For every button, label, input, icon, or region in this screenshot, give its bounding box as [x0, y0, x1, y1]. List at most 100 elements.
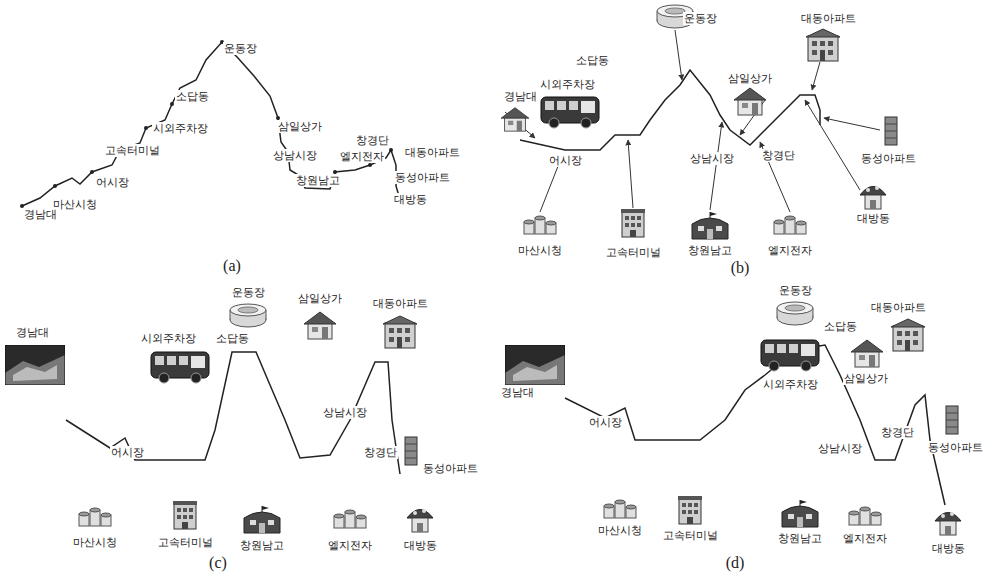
campus-photo — [505, 345, 565, 385]
place-label: 마산시청 — [597, 524, 643, 537]
place-label: 창원남고 — [239, 539, 285, 552]
place-label: 엘지전자 — [339, 150, 385, 163]
place-label: 소답동 — [575, 54, 610, 67]
place-label: 창경단 — [355, 134, 390, 147]
bus-route — [22, 42, 401, 206]
place-label: 창경단 — [761, 149, 796, 162]
factory-icon — [334, 510, 366, 528]
stadium-icon — [777, 302, 813, 325]
village-icon — [407, 509, 433, 532]
stop-dots — [20, 40, 403, 208]
place-label: 대방동 — [931, 542, 966, 555]
stadium-icon — [230, 304, 266, 327]
place-label: 시외주차장 — [140, 332, 197, 345]
place-label: 어시장 — [95, 176, 130, 189]
place-label: 동성아파트 — [860, 152, 917, 165]
place-label: 소답동 — [175, 90, 210, 103]
house-icon — [734, 88, 766, 115]
place-label: 대동아파트 — [404, 146, 461, 159]
place-label: 대방동 — [856, 212, 891, 225]
buildings-icon — [604, 500, 636, 518]
factory-icon — [849, 507, 881, 525]
place-label: 시외주차장 — [762, 378, 819, 391]
place-label: 경남대 — [503, 90, 538, 103]
terminal-icon — [173, 501, 197, 529]
buildings-icon — [524, 216, 556, 234]
panel-caption: (c) — [207, 554, 229, 572]
place-label: 상남시장 — [272, 149, 318, 162]
house-icon — [851, 340, 883, 367]
place-label: 상남시장 — [689, 152, 735, 165]
place-label: 고속터미널 — [157, 536, 214, 549]
place-label: 마산시청 — [52, 198, 98, 211]
place-label: 고속터미널 — [605, 246, 662, 259]
factory-icon — [774, 216, 806, 234]
place-label: 엘지전자 — [767, 244, 813, 257]
place-label: 어시장 — [548, 154, 583, 167]
house-icon — [304, 312, 336, 339]
place-label: 운동장 — [223, 42, 258, 55]
bus-icon — [761, 340, 819, 371]
panel-caption: (d) — [724, 554, 747, 572]
terminal-icon — [621, 209, 645, 237]
buildings-icon — [79, 508, 111, 526]
place-label: 상남시장 — [322, 406, 368, 419]
apartment-icon — [891, 319, 925, 351]
tower-icon — [885, 117, 897, 145]
place-label: 엘지전자 — [327, 539, 373, 552]
village-icon — [935, 512, 961, 535]
place-label: 시외주차장 — [152, 122, 209, 135]
place-label: 대방동 — [393, 193, 428, 206]
pointer-arrows — [505, 30, 880, 212]
school-icon — [244, 506, 280, 533]
place-label: 운동장 — [778, 284, 813, 297]
place-label: 경남대 — [500, 386, 535, 399]
place-label: 엘지전자 — [842, 532, 888, 545]
place-label: 창원남고 — [777, 532, 823, 545]
panel-caption: (a) — [221, 257, 243, 275]
tower-icon — [946, 406, 958, 434]
place-label: 마산시청 — [72, 536, 118, 549]
place-label: 어시장 — [110, 446, 145, 459]
place-label: 삼일상가 — [727, 72, 773, 85]
place-label: 대방동 — [403, 539, 438, 552]
bus-route — [66, 352, 400, 474]
place-label: 창경단 — [880, 426, 915, 439]
village-icon — [860, 186, 886, 209]
place-label: 삼일상가 — [843, 372, 889, 385]
place-label: 고속터미널 — [104, 144, 161, 157]
bus-route — [565, 345, 945, 505]
bus-icon — [541, 97, 599, 128]
place-label: 창경단 — [363, 446, 398, 459]
place-label: 소답동 — [823, 320, 858, 333]
panel-caption: (b) — [729, 259, 752, 277]
place-label: 대동아파트 — [372, 297, 429, 310]
place-label: 운동장 — [683, 12, 718, 25]
place-label: 고속터미널 — [662, 529, 719, 542]
school-icon — [782, 500, 818, 527]
place-label: 창원남고 — [687, 244, 733, 257]
apartment-icon — [383, 316, 417, 348]
place-label: 동성아파트 — [394, 171, 451, 184]
place-label: 어시장 — [588, 416, 623, 429]
bus-icon — [151, 352, 209, 383]
tower-icon — [405, 437, 417, 465]
place-label: 동성아파트 — [927, 441, 984, 454]
place-label: 상남시장 — [817, 442, 863, 455]
terminal-icon — [678, 496, 702, 524]
campus-photo — [5, 345, 65, 385]
place-label: 시외주차장 — [539, 78, 596, 91]
place-label: 마산시청 — [517, 244, 563, 257]
place-label: 경남대 — [23, 208, 58, 221]
place-label: 삼일상가 — [277, 120, 323, 133]
place-label: 경남대 — [15, 326, 50, 339]
bus-route — [520, 70, 820, 150]
place-label: 삼일상가 — [297, 292, 343, 305]
place-label: 창원남고 — [295, 174, 341, 187]
place-label: 대동아파트 — [870, 301, 927, 314]
place-label: 대동아파트 — [800, 12, 857, 25]
place-label: 소답동 — [215, 332, 250, 345]
place-label: 동성아파트 — [422, 462, 479, 475]
